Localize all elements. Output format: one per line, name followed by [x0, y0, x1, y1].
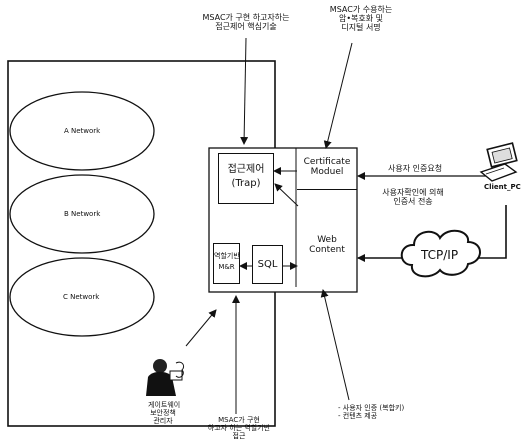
arrow-admin-to-module: [186, 310, 216, 346]
cert-transfer-line2: 인증서 전송: [368, 197, 458, 206]
callout-bottom-right: [323, 290, 349, 400]
network-a-label: A Network: [64, 127, 100, 135]
bottom-center-callout: MSAC가 구현 하고자 하는 역할기반 접근: [203, 416, 275, 440]
top-right-callout: MSAC가 수용하는 암•복호화 및 디지털 서명: [326, 5, 396, 33]
access-control-sublabel: (Trap): [219, 178, 273, 190]
role-module-box: 역할기반 M&R: [213, 243, 240, 284]
role-module-sublabel: M&R: [214, 263, 239, 271]
top-right-callout-line1: MSAC가 수용하는: [326, 5, 396, 14]
top-left-callout: MSAC가 구현 하고자하는 접근제어 핵심기술: [196, 13, 296, 31]
access-control-label: 접근제어: [219, 164, 273, 176]
admin-label-line2: 보안정책: [148, 409, 178, 417]
role-module-label: 역할기반: [214, 252, 239, 260]
callout-top-left: [244, 38, 246, 144]
sql-label: SQL: [253, 259, 282, 271]
sql-box: SQL: [252, 245, 283, 284]
bottom-center-line2: 하고자 하는 역할기반: [203, 424, 275, 432]
certificate-module-box: [297, 152, 357, 190]
bottom-right-callout: - 사용자 인증 (복합키) - 컨텐츠 제공: [338, 404, 404, 420]
admin-label-line3: 관리자: [148, 417, 178, 425]
bottom-right-line2: - 컨텐츠 제공: [338, 412, 404, 420]
client-pc-icon: [481, 143, 517, 181]
top-left-callout-line1: MSAC가 구현 하고자하는: [196, 13, 296, 22]
admin-label-line1: 게이트웨이: [148, 401, 178, 409]
admin-label: 게이트웨이 보안정책 관리자: [148, 401, 178, 425]
network-c-label: C Network: [63, 293, 99, 301]
web-content-line1: Web: [298, 235, 356, 245]
cert-transfer-line1: 사용자확인에 의해: [368, 188, 458, 197]
bottom-center-line3: 접근: [203, 432, 275, 440]
access-control-box: 접근제어 (Trap): [218, 153, 274, 204]
network-b-label: B Network: [64, 210, 100, 218]
cert-transfer-label: 사용자확인에 의해 인증서 전송: [368, 188, 458, 206]
top-right-callout-line2: 암•복호화 및: [326, 14, 396, 23]
auth-request-label: 사용자 인증요청: [388, 164, 442, 173]
web-content-line2: Content: [298, 245, 356, 255]
top-right-callout-line3: 디지털 서명: [326, 23, 396, 32]
callout-top-right: [326, 43, 352, 148]
client-pc-label: Client_PC: [484, 183, 521, 191]
bottom-right-line1: - 사용자 인증 (복합키): [338, 404, 404, 412]
web-content-label: Web Content: [298, 235, 356, 256]
top-left-callout-line2: 접근제어 핵심기술: [196, 22, 296, 31]
tcpip-label: TCP/IP: [421, 249, 458, 263]
bottom-center-line1: MSAC가 구현: [203, 416, 275, 424]
administrator-icon: [146, 359, 184, 396]
